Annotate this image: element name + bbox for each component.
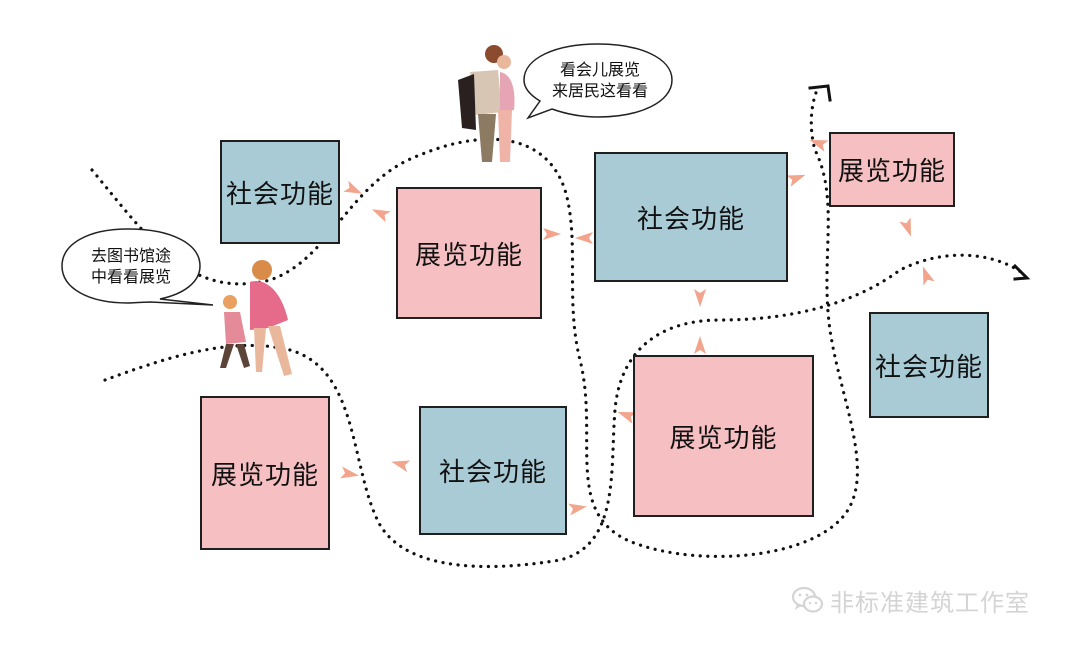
flow-arrows — [340, 139, 935, 516]
flow-arrow — [543, 228, 561, 240]
box-label: 社会功能 — [438, 458, 547, 488]
flow-arrow — [617, 411, 637, 424]
exhibition-function-box: 展览功能 — [200, 396, 330, 550]
flow-arrow — [899, 217, 912, 237]
flow-arrow — [694, 289, 706, 307]
flow-arrow — [809, 139, 829, 152]
box-label: 社会功能 — [636, 204, 745, 235]
path-end-arrow-right — [1012, 263, 1031, 281]
box-label: 展览功能 — [837, 157, 946, 187]
flow-arrow — [391, 460, 411, 473]
flow-arrow — [786, 174, 806, 187]
flow-arrow — [922, 266, 935, 286]
flow-arrow — [343, 180, 363, 194]
speech-bubble-couple: 看会儿展览 来居民这看看 — [530, 59, 670, 101]
box-label: 展览功能 — [210, 460, 319, 491]
watermark: 非标准建筑工作室 — [790, 584, 1030, 617]
social-function-box: 社会功能 — [594, 152, 788, 282]
flow-arrow — [575, 232, 593, 244]
bubble-line: 中看看展览 — [90, 267, 171, 286]
box-label: 展览功能 — [414, 240, 523, 271]
flow-arrow — [371, 209, 391, 223]
box-label: 社会功能 — [225, 179, 334, 210]
exhibition-function-box: 展览功能 — [396, 187, 542, 319]
social-function-box: 社会功能 — [419, 406, 567, 535]
path-end-arrow-top — [808, 84, 832, 102]
social-function-box: 社会功能 — [220, 140, 340, 244]
speech-bubble-family: 去图书馆途 中看看展览 — [66, 245, 196, 287]
family-figure-icon — [220, 260, 292, 376]
bubble-line: 去图书馆途 — [90, 246, 171, 265]
watermark-text: 非标准建筑工作室 — [830, 588, 1030, 617]
bubble-line: 看会儿展览 — [559, 60, 640, 79]
exhibition-function-box: 展览功能 — [829, 132, 955, 207]
box-label: 展览功能 — [669, 423, 778, 454]
box-label: 社会功能 — [874, 352, 983, 383]
speech-bubble-couple-shape — [523, 43, 673, 120]
couple-figure-icon — [458, 45, 515, 162]
flow-arrow — [694, 336, 706, 354]
bubble-line: 来居民这看看 — [551, 81, 648, 100]
social-function-box: 社会功能 — [869, 312, 989, 418]
exhibition-function-box: 展览功能 — [633, 355, 814, 517]
flow-arrow — [340, 466, 359, 479]
flow-arrow — [568, 503, 587, 516]
speech-bubble-family-shape — [61, 228, 214, 306]
wechat-icon — [791, 586, 824, 613]
